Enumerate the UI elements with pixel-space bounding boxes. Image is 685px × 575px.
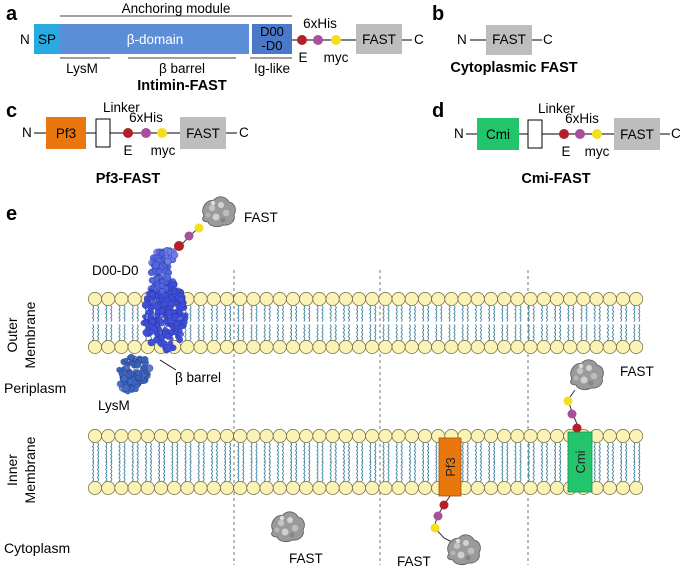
pf3-his-tag-dot [141, 128, 151, 138]
intimin-his-tag-dot [184, 231, 194, 241]
pf3-c-terminus: C [239, 125, 249, 140]
cytoplasmic-fast-title: Cytoplasmic FAST [450, 60, 577, 76]
pf3-linker-label: Linker [103, 100, 140, 115]
cmi-n-terminus: N [454, 126, 464, 141]
cyto-n-terminus: N [457, 32, 467, 47]
his-label: 6xHis [303, 16, 337, 31]
fast-protein-pf3 [447, 534, 481, 566]
pf3-anchor-e-dot [439, 500, 449, 510]
fast-box-cmi [614, 118, 660, 150]
cmi-anchor-his-dot [567, 409, 577, 419]
e-tag-dot [297, 35, 307, 45]
fast-box-pf3 [180, 117, 226, 149]
lipid-tails [91, 442, 641, 482]
pf3-e-tag-dot [123, 128, 133, 138]
cmi-e-tag-dot [559, 129, 569, 139]
cmi-myc-tag-dot [592, 129, 602, 139]
inner-membrane [88, 429, 644, 495]
inner-label-line1: Inner [4, 454, 20, 486]
beta-barrel-label: β barrel [159, 61, 205, 76]
lysm-label: LysM [66, 61, 98, 76]
cmi-anchor-myc-dot [563, 396, 573, 406]
intimin-e-tag-dot [174, 241, 184, 251]
pf3-label: Pf3 [56, 126, 76, 141]
beta-barrel-structure-label: β barrel [175, 370, 221, 385]
panel-label-d: d [432, 100, 444, 122]
ig-like-label: Ig-like [254, 61, 290, 76]
cmi-box [477, 118, 519, 150]
intimin-c-terminus: C [414, 32, 424, 47]
cmi-anchor-label: Cmi [573, 450, 588, 473]
pf3-anchor-his-dot [433, 511, 443, 521]
intimin-fast-title: Intimin-FAST [137, 78, 227, 94]
cmi-anchor-e-dot [572, 423, 582, 433]
cmi-linker-label: Linker [538, 101, 575, 116]
pf3-his-label: 6xHis [129, 110, 163, 125]
pf3-anchor-label: Pf3 [443, 457, 458, 477]
cmi-c-terminus: C [671, 126, 681, 141]
fast-label-cyto: FAST [492, 32, 526, 47]
fast-label-cmi: FAST [620, 127, 654, 142]
fast-label-pf3: FAST [186, 126, 220, 141]
pf3-n-terminus: N [22, 125, 32, 140]
cmi-fast-title: Cmi-FAST [521, 171, 590, 187]
fast-top-label: FAST [244, 210, 278, 225]
cmi-myc-label: myc [585, 144, 610, 159]
fast-box-intimin [356, 24, 402, 54]
myc-label: myc [324, 50, 349, 65]
outer-label-line2: Membrane [22, 301, 38, 368]
signal-peptide-box [34, 24, 60, 54]
pf3-linker-box [95, 118, 111, 148]
beta-barrel-pointer [159, 359, 177, 371]
cmi-linker-box [527, 119, 543, 149]
fast-box-cyto [486, 25, 532, 55]
pf3-e-label: E [123, 143, 132, 158]
inner-label-line2: Membrane [22, 436, 38, 503]
fast-cyto-label: FAST [289, 551, 323, 566]
d00-d0-label: D00-D0 [92, 263, 139, 278]
fast-right-label: FAST [620, 364, 654, 379]
fast-protein-cytoplasmic [271, 511, 305, 543]
pf3-anchor-myc-dot [430, 523, 440, 533]
cmi-membrane-anchor [567, 431, 593, 493]
intimin-myc-tag-dot [194, 223, 204, 233]
sp-label: SP [38, 32, 56, 47]
lysm-structure-label: LysM [98, 398, 130, 413]
intimin-protein-structure [116, 247, 189, 395]
pf3-myc-label: myc [151, 143, 176, 158]
periplasm-label: Periplasm [4, 380, 66, 396]
myc-tag-dot [331, 35, 341, 45]
cytoplasm-label: Cytoplasm [4, 540, 70, 556]
beta-domain-label: β-domain [127, 32, 184, 47]
panel-label-a: a [6, 3, 18, 25]
d00-d0-box [252, 24, 292, 54]
d00-label-line1: D00 [260, 24, 284, 39]
panel-label-e: e [6, 203, 17, 225]
cmi-label: Cmi [486, 127, 510, 142]
lipid-heads [88, 429, 644, 495]
cyto-c-terminus: C [543, 32, 553, 47]
e-label: E [298, 50, 307, 65]
d00-label-line2: -D0 [262, 38, 283, 53]
beta-domain-box [60, 24, 249, 54]
cmi-his-label: 6xHis [565, 111, 599, 126]
panel-label-b: b [432, 3, 444, 25]
pf3-myc-tag-dot [157, 128, 167, 138]
fast-protein-cmi [570, 359, 604, 391]
fast-pf3-label: FAST [397, 554, 431, 569]
his-tag-dot [313, 35, 323, 45]
intimin-n-terminus: N [20, 32, 30, 47]
fast-label-intimin: FAST [362, 32, 396, 47]
cmi-his-tag-dot [575, 129, 585, 139]
fast-protein-intimin [202, 196, 236, 228]
panel-label-c: c [6, 100, 17, 122]
pf3-fast-title: Pf3-FAST [96, 171, 161, 187]
outer-label-line1: Outer [4, 317, 20, 352]
pf3-box [46, 117, 86, 149]
anchoring-module-label: Anchoring module [122, 1, 231, 16]
cmi-e-label: E [561, 144, 570, 159]
